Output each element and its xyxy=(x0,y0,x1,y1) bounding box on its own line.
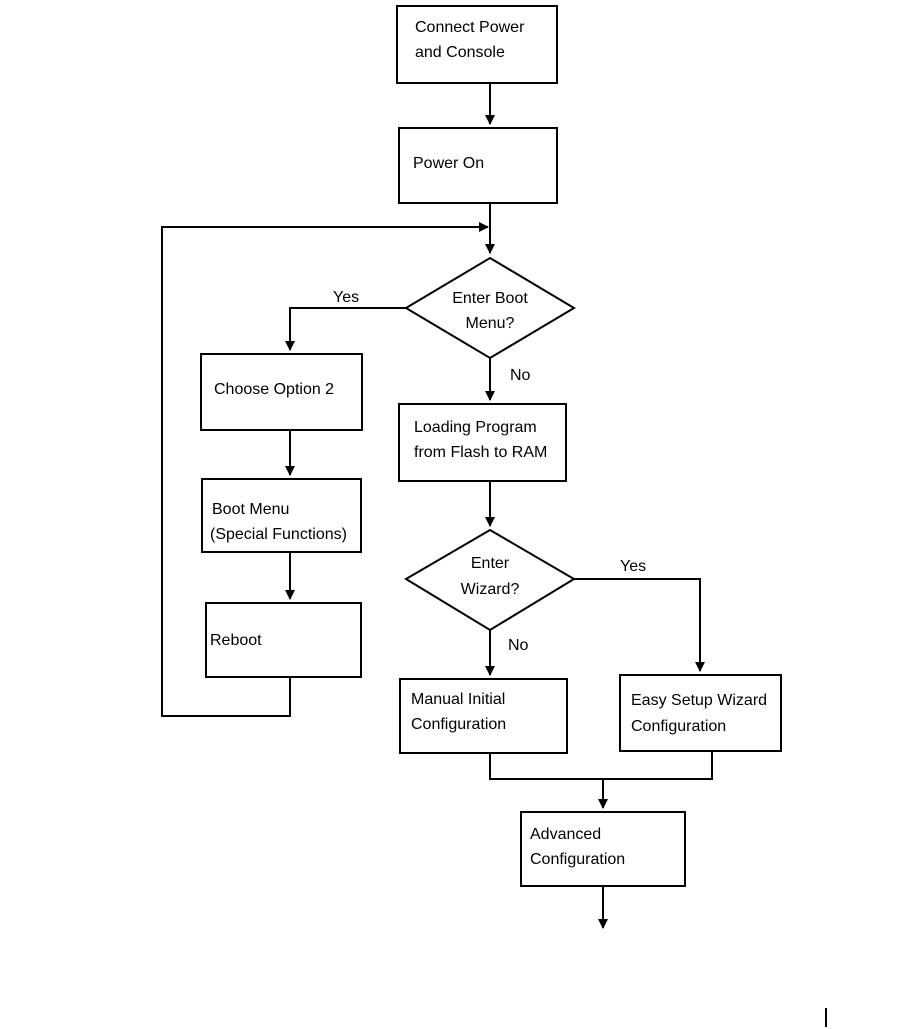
node-boot-menu-line2: (Special Functions) xyxy=(210,526,347,543)
node-manual-initial: Manual Initial Configuration xyxy=(399,678,568,754)
node-advanced-line1: Advanced xyxy=(530,826,601,843)
node-connect-power-line2: and Console xyxy=(415,44,505,61)
node-easy-setup-line1: Easy Setup Wizard xyxy=(631,692,767,709)
decision-enter-wizard-line1: Enter xyxy=(471,555,510,572)
decision-enter-boot-menu-line2: Menu? xyxy=(466,315,515,332)
node-boot-menu: Boot Menu (Special Functions) xyxy=(201,478,362,553)
node-manual-initial-line2: Configuration xyxy=(411,716,506,733)
decision-enter-wizard: Enter Wizard? xyxy=(404,528,576,632)
decision-enter-boot-menu-line1: Enter Boot xyxy=(452,290,528,307)
node-manual-initial-line1: Manual Initial xyxy=(411,691,505,708)
label-boot-yes: Yes xyxy=(333,289,359,306)
arrow-wizard-yes-to-easy xyxy=(574,578,705,672)
node-power-on-label: Power On xyxy=(413,155,484,172)
node-advanced: Advanced Configuration xyxy=(520,811,686,887)
arrow-reboot-loop-back xyxy=(161,222,489,717)
label-wizard-yes: Yes xyxy=(620,558,646,575)
node-choose-option-2-label: Choose Option 2 xyxy=(214,381,334,398)
node-power-on: Power On xyxy=(398,127,558,204)
node-connect-power: Connect Power and Console xyxy=(396,5,558,84)
node-reboot: Reboot xyxy=(205,602,362,678)
label-wizard-no: No xyxy=(508,637,529,654)
node-easy-setup: Easy Setup Wizard Configuration xyxy=(619,674,782,752)
decision-enter-boot-menu: Enter Boot Menu? xyxy=(404,256,576,360)
arrow-boot-yes-to-option xyxy=(285,307,408,351)
merge-line xyxy=(489,751,713,780)
connectors xyxy=(161,83,713,929)
node-connect-power-line1: Connect Power xyxy=(415,19,525,36)
node-loading-program: Loading Program from Flash to RAM xyxy=(398,403,567,482)
node-advanced-line2: Configuration xyxy=(530,851,625,868)
node-easy-setup-line2: Configuration xyxy=(631,718,726,735)
node-choose-option-2: Choose Option 2 xyxy=(200,353,363,431)
decision-enter-wizard-line2: Wizard? xyxy=(461,581,520,598)
node-loading-program-line2: from Flash to RAM xyxy=(414,444,547,461)
label-boot-no: No xyxy=(510,367,531,384)
node-reboot-label: Reboot xyxy=(210,632,262,649)
node-loading-program-line1: Loading Program xyxy=(414,419,537,436)
node-boot-menu-line1: Boot Menu xyxy=(212,501,289,518)
